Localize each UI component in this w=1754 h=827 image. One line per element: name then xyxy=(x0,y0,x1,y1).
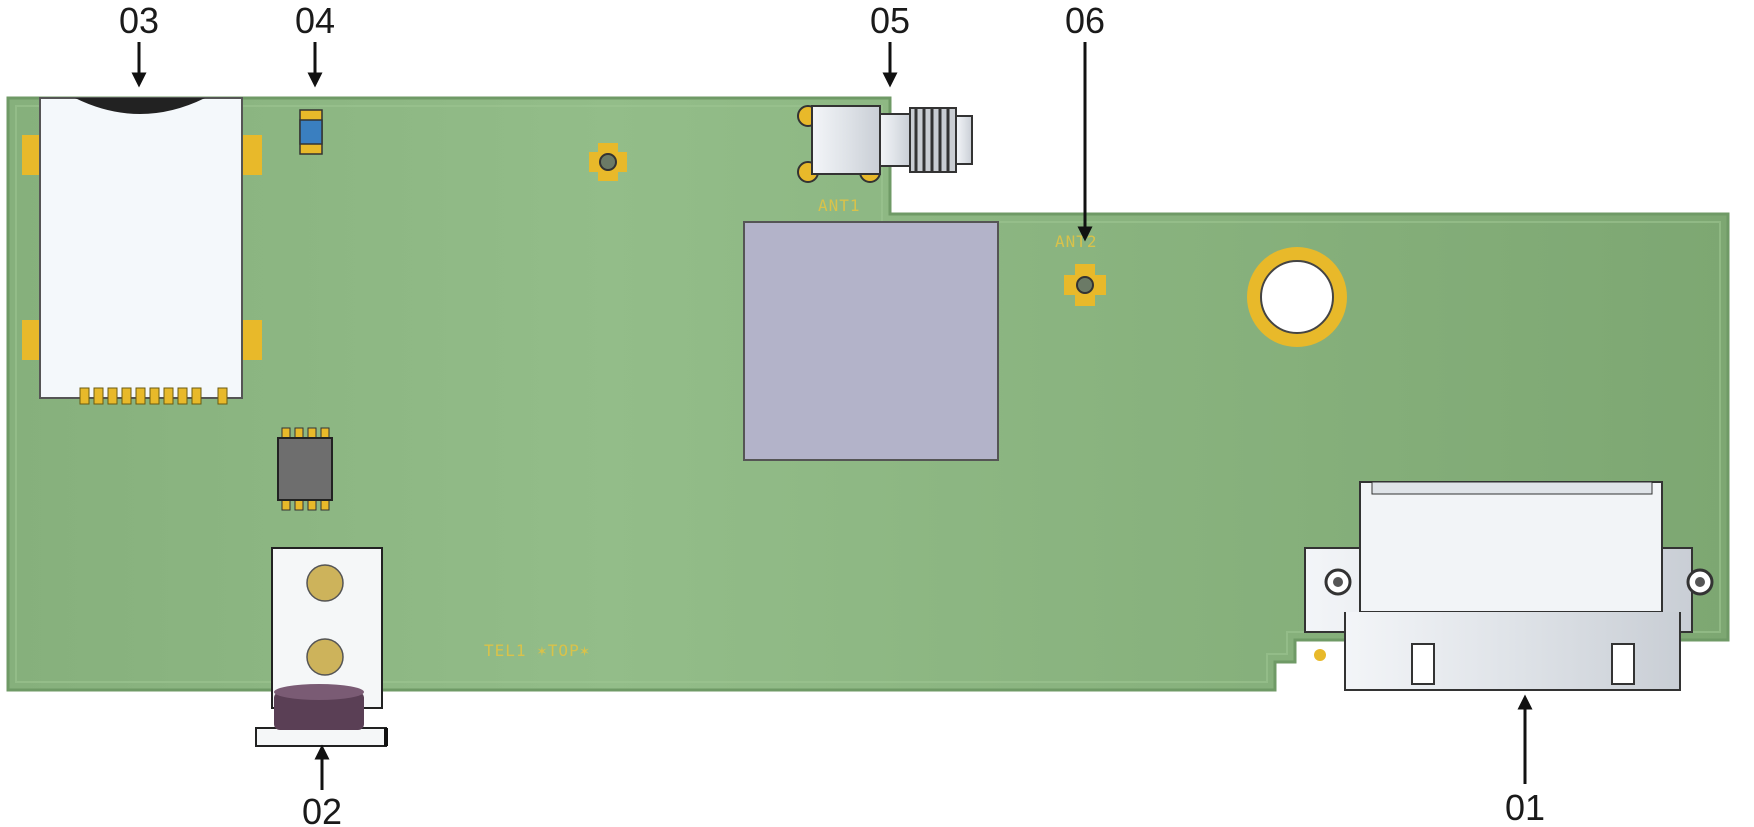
mounting-hole xyxy=(1247,247,1347,347)
sd-card-slot xyxy=(22,97,262,405)
silkscreen-board-label: TEL1 ✶TOP✶ xyxy=(484,641,590,660)
callout-label-06: 06 xyxy=(1065,0,1105,41)
callout-label-02: 02 xyxy=(302,791,342,827)
callout-label-01: 01 xyxy=(1505,787,1545,827)
silkscreen-ant1: ANT1 xyxy=(818,196,861,215)
sma-antenna-connector xyxy=(797,105,973,183)
ic-chip xyxy=(277,427,333,511)
callout-arrows xyxy=(131,42,1533,790)
callout-label-03: 03 xyxy=(119,0,159,41)
power-connector xyxy=(255,547,388,747)
sd-card-pins xyxy=(79,387,228,405)
usb-connector xyxy=(1304,481,1714,691)
silkscreen-ant2: ANT2 xyxy=(1055,232,1098,251)
via-pad xyxy=(1314,649,1326,661)
smd-led-component xyxy=(299,109,323,155)
test-pad xyxy=(589,143,627,181)
rf-module xyxy=(743,221,999,461)
callout-label-05: 05 xyxy=(870,0,910,41)
ant2-pad xyxy=(1064,264,1106,306)
callout-label-04: 04 xyxy=(295,0,335,41)
